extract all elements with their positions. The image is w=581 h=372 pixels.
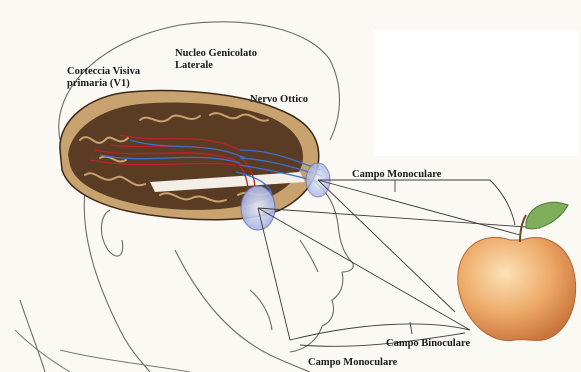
label-campo-monoculare-bottom: Campo Monoculare (308, 357, 397, 369)
label-corteccia-line2: primaria (V1) (67, 78, 140, 90)
label-nervo-ottico: Nervo Ottico (250, 94, 308, 106)
label-nucleo-line1: Nucleo Genicolato (175, 48, 257, 60)
label-corteccia-line1: Corteccia Visiva (67, 66, 140, 78)
blank-panel (374, 30, 578, 156)
collar (15, 330, 190, 372)
label-corteccia-visiva: Corteccia Visiva primaria (V1) (67, 66, 140, 90)
label-nucleo-genicolato: Nucleo Genicolato Laterale (175, 48, 257, 72)
label-campo-monoculare-top: Campo Monoculare (352, 169, 441, 181)
label-nucleo-line2: Laterale (175, 60, 257, 72)
label-campo-binoculare: Campo Binoculare (386, 338, 470, 350)
